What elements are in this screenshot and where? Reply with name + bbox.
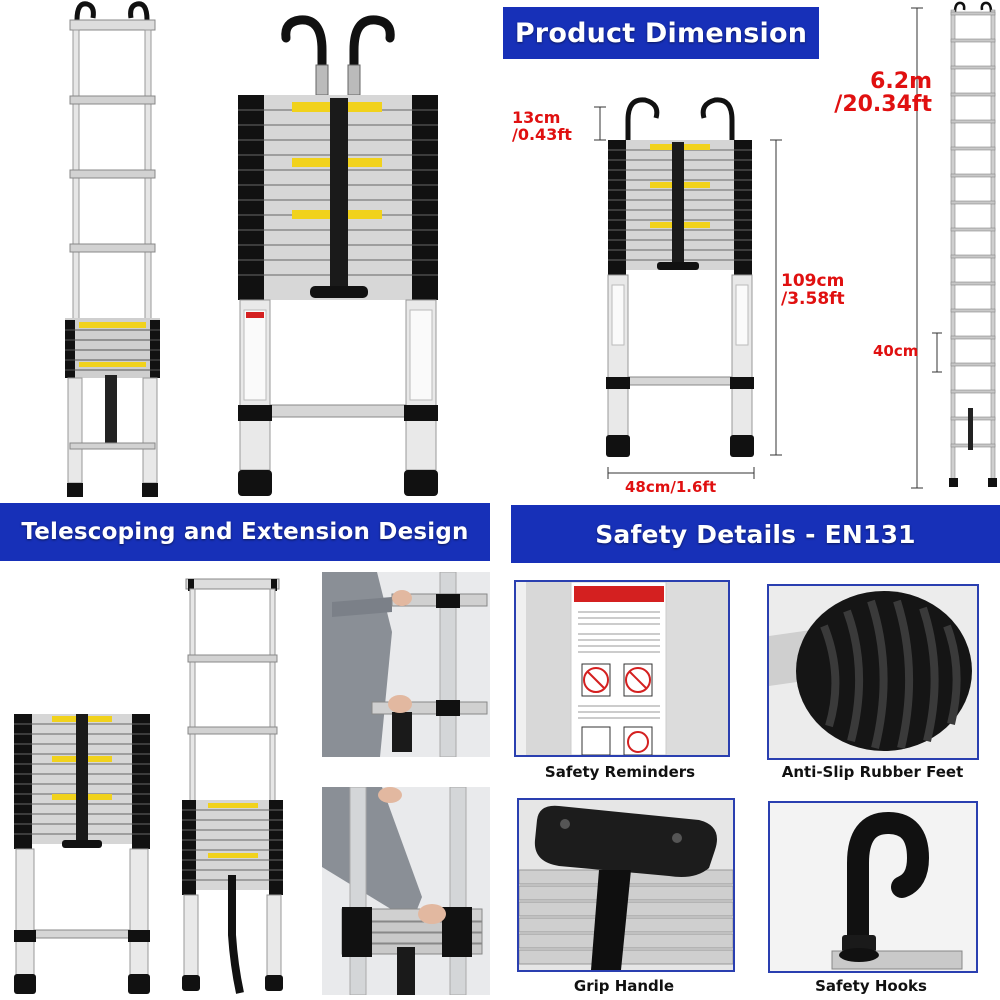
photo-collapsing-rung: [322, 787, 490, 995]
ladder-photo-partially-extended: [55, 0, 170, 500]
closed-height-label: 109cm /3.58ft: [781, 271, 845, 309]
safety-details-title: Safety Details - EN131: [595, 519, 916, 549]
safety-reminders-caption: Safety Reminders: [544, 763, 696, 781]
safety-hooks-caption: Safety Hooks: [815, 977, 927, 995]
dimension-diagram-collapsed: [500, 90, 800, 495]
dimension-diagram-extended: [905, 0, 1000, 495]
safety-details-banner: Safety Details - EN131: [511, 505, 1000, 563]
product-dimension-banner: Product Dimension: [503, 7, 819, 59]
telescoping-title: Telescoping and Extension Design: [21, 519, 469, 545]
rung-spacing-label: 40cm: [873, 342, 919, 360]
ladder-photo-collapsed-small: [12, 712, 152, 997]
anti-slip-feet-caption: Anti-Slip Rubber Feet: [781, 763, 964, 781]
ladder-photo-extending: [180, 575, 285, 995]
photo-pulling-rung: [322, 572, 490, 757]
safety-hooks-photo: [768, 801, 978, 973]
ladder-photo-collapsed: [232, 10, 444, 500]
safety-reminders-photo: [514, 580, 730, 757]
extended-height-label: 6.2m /20.34ft: [834, 69, 932, 118]
anti-slip-feet-photo: [767, 584, 979, 760]
hook-height-label: 13cm /0.43ft: [512, 108, 572, 144]
telescoping-banner: Telescoping and Extension Design: [0, 503, 490, 561]
width-label: 48cm/1.6ft: [625, 478, 717, 496]
grip-handle-photo: [517, 798, 735, 972]
grip-handle-caption: Grip Handle: [573, 977, 675, 995]
product-dimension-title: Product Dimension: [514, 17, 808, 49]
